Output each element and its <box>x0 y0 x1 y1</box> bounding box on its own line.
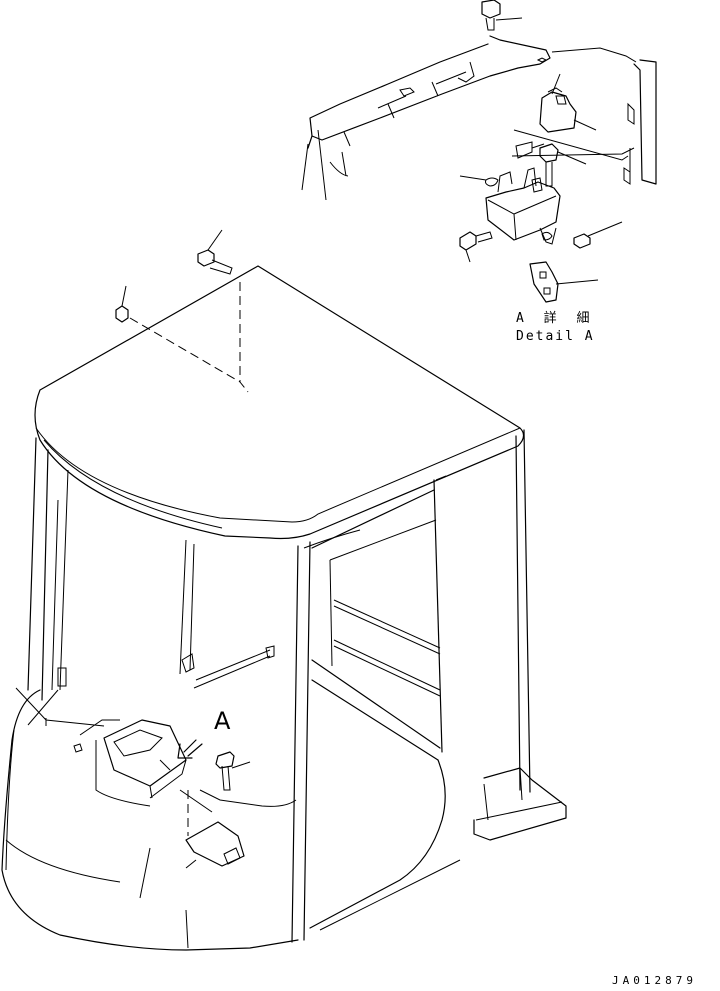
cab-roof <box>34 265 525 540</box>
detail-washer <box>459 175 499 187</box>
detail-nut <box>573 221 623 249</box>
roof-nut <box>115 285 129 323</box>
cab-front-windshield <box>179 539 275 689</box>
assembly-guide-lines <box>129 282 249 836</box>
detail-bracket-body <box>485 129 635 245</box>
detail-title-en: Detail A <box>516 329 595 344</box>
detail-bracket-spacer <box>515 141 545 159</box>
cab-dash-panel <box>1 687 299 951</box>
detail-mount-bolt <box>539 143 587 187</box>
cab-floor-base <box>473 767 567 841</box>
view-a-label: A <box>214 707 231 735</box>
cab-right-pillar <box>291 529 361 943</box>
cab-door-opening <box>309 475 461 931</box>
roof-bolt <box>197 229 233 275</box>
detail-plate <box>529 261 599 303</box>
detail-title-jp: A 詳 細 <box>516 311 596 326</box>
view-a-arrow <box>177 739 203 759</box>
detail-top-bolt <box>481 0 523 31</box>
mount-bolt <box>215 751 251 791</box>
detail-clip <box>539 73 597 133</box>
cab-front-pillars <box>27 437 69 701</box>
bracket-mount-assembly <box>73 719 187 799</box>
cab-rear-pillar <box>515 429 531 793</box>
detail-right-panel <box>623 59 657 185</box>
drawing-number: JA012879 <box>612 974 697 987</box>
detail-top-bracket-rail <box>301 35 637 201</box>
detail-side-bolt <box>459 231 493 263</box>
cab-side-window <box>329 519 441 697</box>
bracket-plate <box>185 821 245 869</box>
